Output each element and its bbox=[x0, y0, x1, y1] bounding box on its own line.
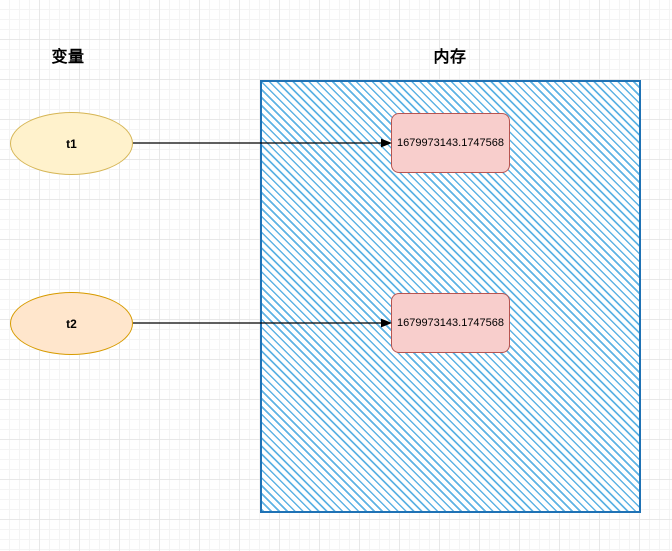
memory-value-box-1[interactable]: 1679973143.1747568 bbox=[391, 113, 510, 173]
memory-value-box-1-label: 1679973143.1747568 bbox=[396, 137, 505, 149]
variable-node-t2-label: t2 bbox=[66, 316, 77, 331]
memory-value-box-2[interactable]: 1679973143.1747568 bbox=[391, 293, 510, 353]
pointer-arrow-t2-to-value-2 bbox=[133, 318, 392, 328]
variable-node-t1[interactable]: t1 bbox=[10, 112, 133, 175]
pointer-arrow-t1-to-value-1 bbox=[133, 138, 392, 148]
memory-value-box-2-label: 1679973143.1747568 bbox=[396, 317, 505, 329]
variable-node-t2[interactable]: t2 bbox=[10, 292, 133, 355]
arrow-head-icon bbox=[381, 318, 392, 328]
column-heading-memory: 内存 bbox=[433, 49, 467, 66]
column-heading-variable: 变量 bbox=[51, 49, 85, 66]
arrow-head-icon bbox=[381, 138, 392, 148]
variable-node-t1-label: t1 bbox=[66, 136, 77, 151]
